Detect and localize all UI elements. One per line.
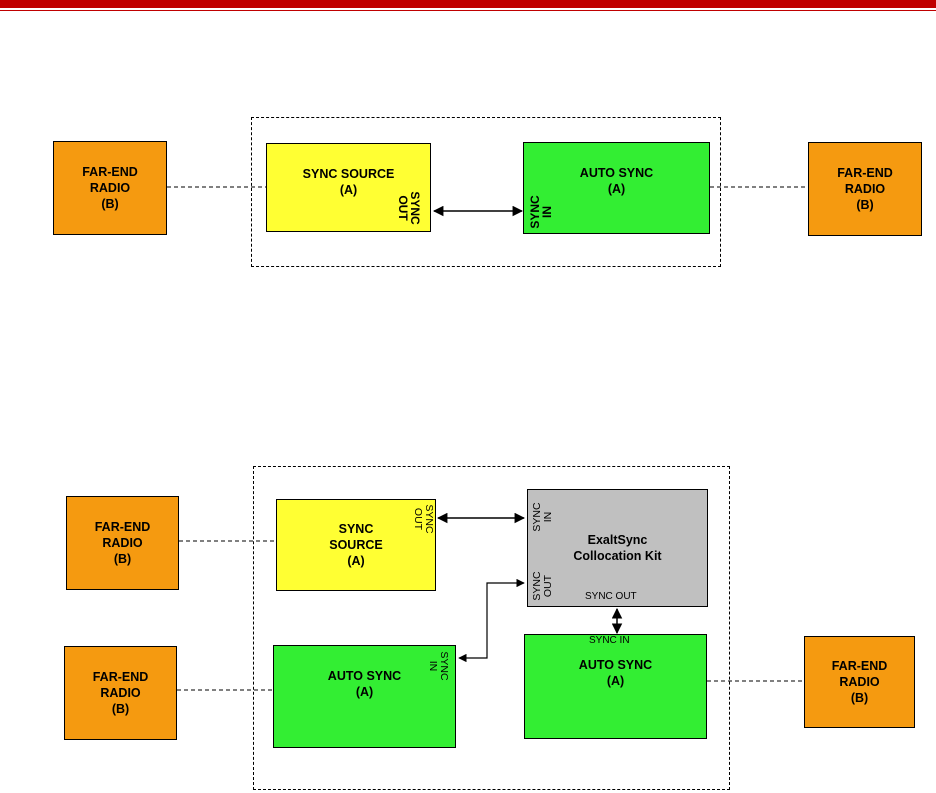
box-line: RADIO <box>100 685 140 701</box>
d2-sync-out-port-label: SYNC OUT <box>412 499 434 539</box>
box-line: (A) <box>347 553 364 569</box>
d2-far-end-radio-right: FAR-END RADIO (B) <box>804 636 915 728</box>
d1-sync-in-port-label: SYNC IN <box>529 194 553 230</box>
d1-far-end-radio-left: FAR-END RADIO (B) <box>53 141 167 235</box>
box-line: SYNC <box>339 521 374 537</box>
box-line: FAR-END <box>837 165 893 181</box>
box-line: AUTO SYNC <box>328 668 401 684</box>
box-line: FAR-END <box>832 658 888 674</box>
header-thin-line <box>0 10 936 11</box>
box-line: SOURCE <box>329 537 382 553</box>
box-line: FAR-END <box>93 669 149 685</box>
d2-auto-sync-right: AUTO SYNC (A) <box>524 634 707 739</box>
box-line: RADIO <box>90 180 130 196</box>
d2-kit-sync-out-port-label: SYNC OUT <box>532 566 554 606</box>
box-line: FAR-END <box>95 519 151 535</box>
box-line: (A) <box>340 182 357 198</box>
box-line: (B) <box>856 197 873 213</box>
header-red-bar <box>0 0 936 8</box>
box-line: (B) <box>112 701 129 717</box>
box-line: AUTO SYNC <box>579 657 652 673</box>
d2-kit-sync-in-port-label: SYNC IN <box>532 499 554 535</box>
box-line: ExaltSync <box>588 532 648 548</box>
box-line: (A) <box>607 673 624 689</box>
header-rule <box>0 0 936 12</box>
box-line: Collocation Kit <box>573 548 661 564</box>
box-line: (B) <box>851 690 868 706</box>
box-line: SYNC SOURCE <box>303 166 395 182</box>
d2-kit-sync-out-bottom-label: SYNC OUT <box>585 591 637 602</box>
box-line: (A) <box>356 684 373 700</box>
box-line: (B) <box>114 551 131 567</box>
d2-far-end-radio-top-left: FAR-END RADIO (B) <box>66 496 179 590</box>
box-line: RADIO <box>839 674 879 690</box>
box-line: AUTO SYNC <box>580 165 653 181</box>
box-line: (A) <box>608 181 625 197</box>
d2-auto-sync-right-port-label: SYNC IN <box>589 635 630 646</box>
d1-sync-out-port-label: SYNC OUT <box>397 188 421 228</box>
box-line: FAR-END <box>82 164 138 180</box>
d2-auto-sync-left-port-label: SYNC IN <box>427 646 449 686</box>
box-line: RADIO <box>102 535 142 551</box>
box-line: RADIO <box>845 181 885 197</box>
d2-exaltsync-collocation-kit: ExaltSync Collocation Kit <box>527 489 708 607</box>
box-line: (B) <box>101 196 118 212</box>
d2-far-end-radio-bottom-left: FAR-END RADIO (B) <box>64 646 177 740</box>
d1-far-end-radio-right: FAR-END RADIO (B) <box>808 142 922 236</box>
